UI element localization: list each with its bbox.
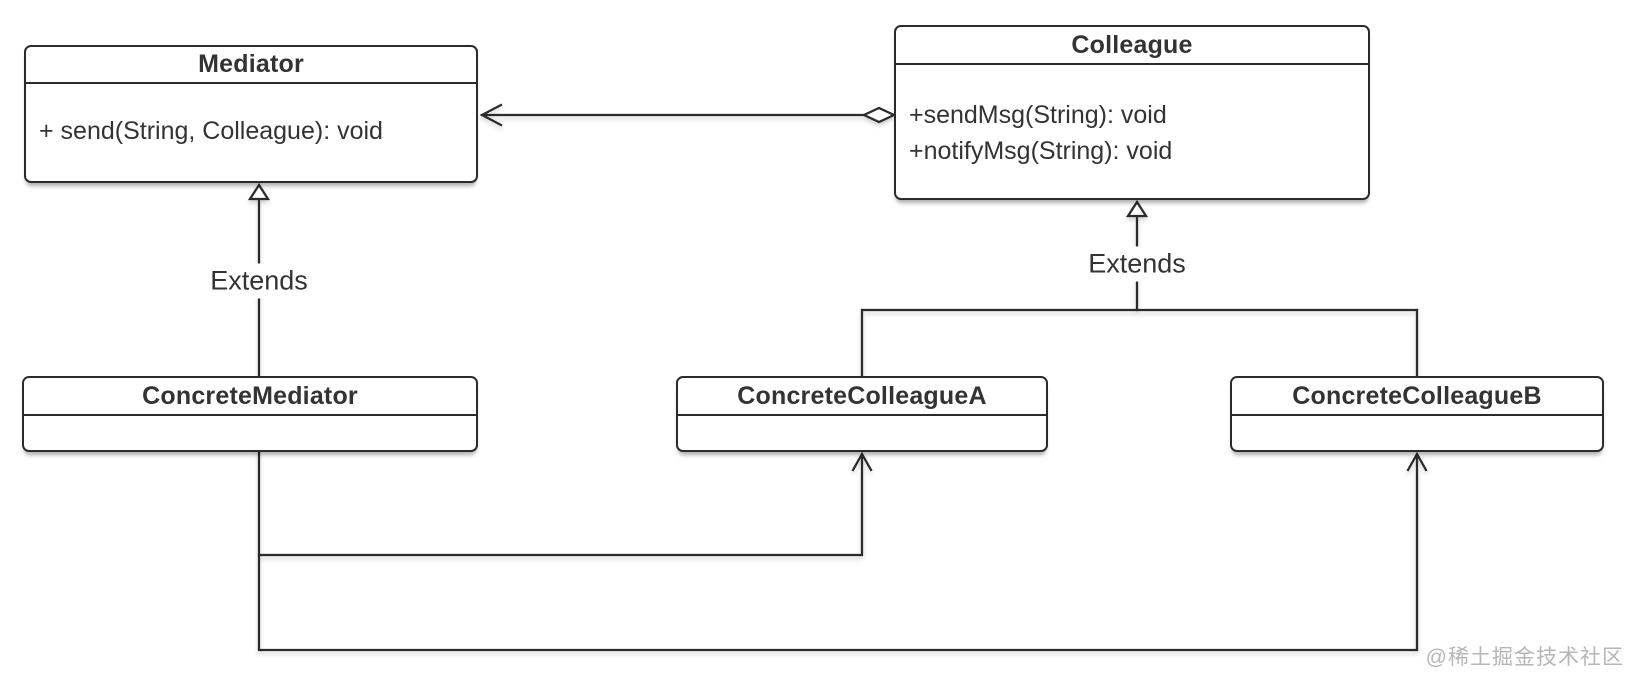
class-methods-concrete-colleague-b xyxy=(1232,416,1602,447)
method-item: +notifyMsg(String): void xyxy=(909,137,1173,165)
class-box-colleague: Colleague +sendMsg(String): void +notify… xyxy=(894,25,1370,200)
association-colleague-to-mediator xyxy=(479,103,897,127)
watermark-text: @稀土掘金技术社区 xyxy=(1425,646,1624,669)
association-branch-a xyxy=(257,454,864,557)
class-name-mediator: Mediator xyxy=(26,47,476,84)
open-arrowhead-icon xyxy=(1406,451,1428,472)
class-name-concrete-colleague-a: ConcreteColleagueA xyxy=(678,378,1046,416)
association-trunk xyxy=(257,450,1419,652)
extends-colleague-children xyxy=(860,199,1419,378)
extends-label-colleague: Extends xyxy=(1082,246,1192,282)
extends-label-mediator: Extends xyxy=(204,263,314,299)
method-item: +sendMsg(String): void xyxy=(909,101,1167,129)
class-name-colleague: Colleague xyxy=(896,27,1368,65)
class-box-concrete-mediator: ConcreteMediator xyxy=(22,376,478,452)
method-item: + send(String, Colleague): void xyxy=(39,117,383,145)
aggregation-diamond-icon xyxy=(861,106,897,124)
class-methods-mediator: + send(String, Colleague): void xyxy=(26,84,476,178)
hollow-triangle-arrowhead-icon xyxy=(247,182,271,201)
class-box-concrete-colleague-a: ConcreteColleagueA xyxy=(676,376,1048,452)
class-box-concrete-colleague-b: ConcreteColleagueB xyxy=(1230,376,1604,452)
hollow-triangle-arrowhead-icon xyxy=(1125,199,1149,218)
open-arrowhead-icon xyxy=(851,451,873,472)
class-name-concrete-mediator: ConcreteMediator xyxy=(24,378,476,416)
class-methods-concrete-mediator xyxy=(24,416,476,447)
class-box-mediator: Mediator + send(String, Colleague): void xyxy=(24,45,478,183)
class-methods-colleague: +sendMsg(String): void +notifyMsg(String… xyxy=(896,65,1368,195)
association-concretemediator-to-colleagues xyxy=(257,450,1428,652)
class-name-concrete-colleague-b: ConcreteColleagueB xyxy=(1232,378,1602,416)
open-arrowhead-icon xyxy=(479,103,503,127)
class-methods-concrete-colleague-a xyxy=(678,416,1046,447)
